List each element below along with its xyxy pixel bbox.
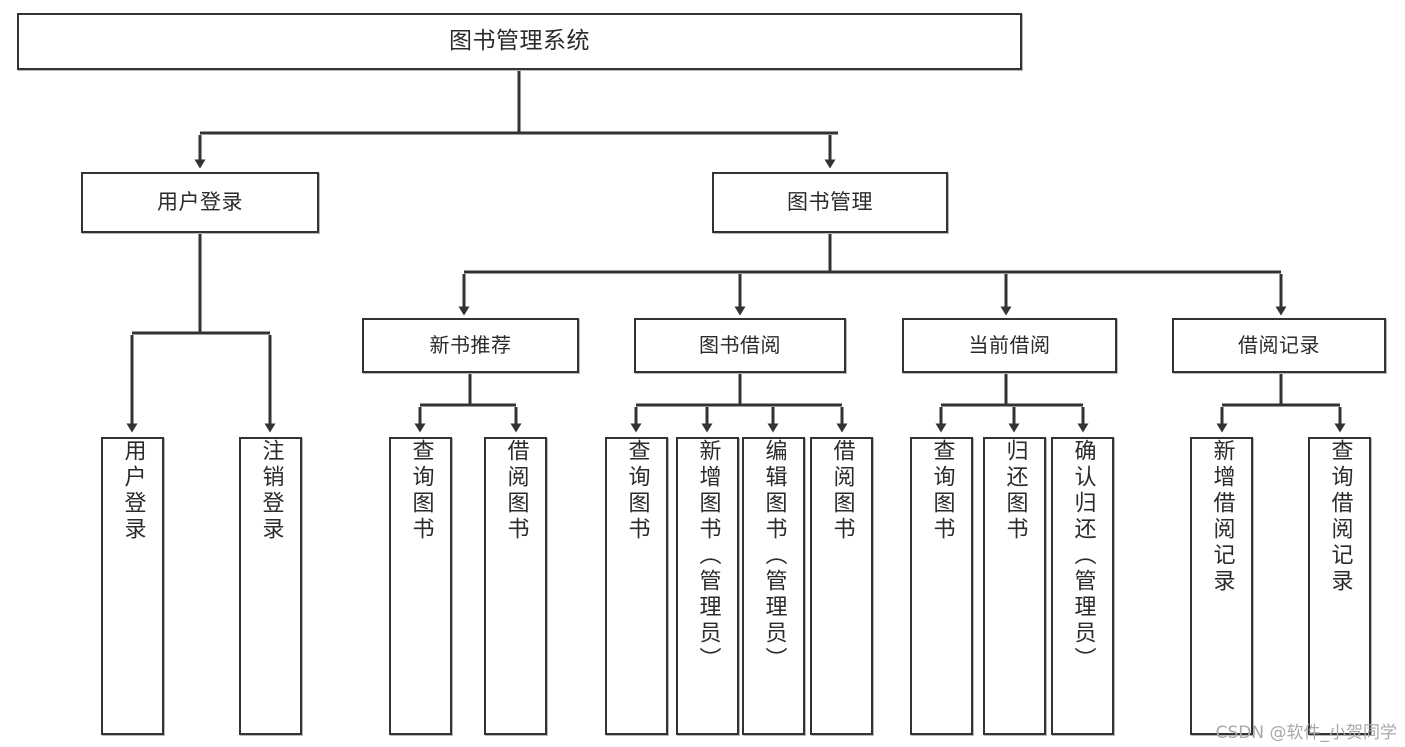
node-book-management[interactable]: 图书管理	[712, 172, 948, 233]
node-borrow-record-label: 借阅记录	[1238, 333, 1320, 357]
node-leaf-add-borrow-record-label: 新增借阅记录	[1209, 439, 1235, 595]
node-leaf-edit-book-label: 编辑图书（管理员）	[761, 439, 787, 673]
node-leaf-query-book-1[interactable]: 查询图书	[389, 437, 452, 735]
node-user-login[interactable]: 用户登录	[81, 172, 319, 233]
node-book-borrow-label: 图书借阅	[699, 333, 781, 357]
node-leaf-borrow-book-1[interactable]: 借阅图书	[484, 437, 547, 735]
node-leaf-add-book[interactable]: 新增图书（管理员）	[676, 437, 739, 735]
node-leaf-edit-book[interactable]: 编辑图书（管理员）	[742, 437, 805, 735]
node-leaf-confirm-return-label: 确认归还（管理员）	[1070, 439, 1096, 673]
node-leaf-query-book-3-label: 查询图书	[929, 439, 955, 543]
node-book-borrow[interactable]: 图书借阅	[634, 318, 846, 373]
node-leaf-query-borrow-record[interactable]: 查询借阅记录	[1308, 437, 1371, 735]
node-leaf-user-logout[interactable]: 注销登录	[239, 437, 302, 735]
node-leaf-query-book-1-label: 查询图书	[408, 439, 434, 543]
node-leaf-query-book-3[interactable]: 查询图书	[910, 437, 973, 735]
node-leaf-return-book-label: 归还图书	[1002, 439, 1028, 543]
edge-book-management-to-level2	[458, 233, 1287, 316]
watermark-text: CSDN @软件_小贺同学	[1215, 723, 1397, 743]
edge-root-to-level1	[194, 70, 838, 169]
edge-new-book-recommend-to-leaves	[414, 373, 522, 433]
node-leaf-add-borrow-record[interactable]: 新增借阅记录	[1190, 437, 1253, 735]
node-leaf-confirm-return[interactable]: 确认归还（管理员）	[1051, 437, 1114, 735]
node-leaf-query-book-2-label: 查询图书	[624, 439, 650, 543]
node-leaf-return-book[interactable]: 归还图书	[983, 437, 1046, 735]
node-leaf-user-login[interactable]: 用户登录	[101, 437, 164, 735]
edge-borrow-record-to-leaves	[1216, 373, 1346, 433]
node-leaf-user-login-label: 用户登录	[120, 439, 146, 543]
edge-book-borrow-to-leaves	[630, 373, 848, 433]
node-new-book-recommend[interactable]: 新书推荐	[362, 318, 579, 373]
node-new-book-recommend-label: 新书推荐	[429, 333, 512, 357]
node-book-management-label: 图书管理	[787, 190, 873, 215]
node-current-borrow-label: 当前借阅	[968, 333, 1051, 357]
node-leaf-borrow-book-2-label: 借阅图书	[829, 439, 855, 543]
node-leaf-query-borrow-record-label: 查询借阅记录	[1327, 439, 1353, 595]
node-current-borrow[interactable]: 当前借阅	[902, 318, 1117, 373]
node-leaf-add-book-label: 新增图书（管理员）	[695, 439, 721, 673]
node-leaf-query-book-2[interactable]: 查询图书	[605, 437, 668, 735]
node-root-label: 图书管理系统	[449, 28, 590, 55]
edge-current-borrow-to-leaves	[935, 373, 1089, 433]
node-leaf-borrow-book-2[interactable]: 借阅图书	[810, 437, 873, 735]
node-leaf-user-logout-label: 注销登录	[258, 439, 284, 543]
node-root[interactable]: 图书管理系统	[17, 13, 1022, 70]
node-borrow-record[interactable]: 借阅记录	[1172, 318, 1386, 373]
node-user-login-label: 用户登录	[157, 190, 243, 215]
node-leaf-borrow-book-1-label: 借阅图书	[503, 439, 529, 543]
edge-user-login-to-leaves	[126, 233, 276, 433]
